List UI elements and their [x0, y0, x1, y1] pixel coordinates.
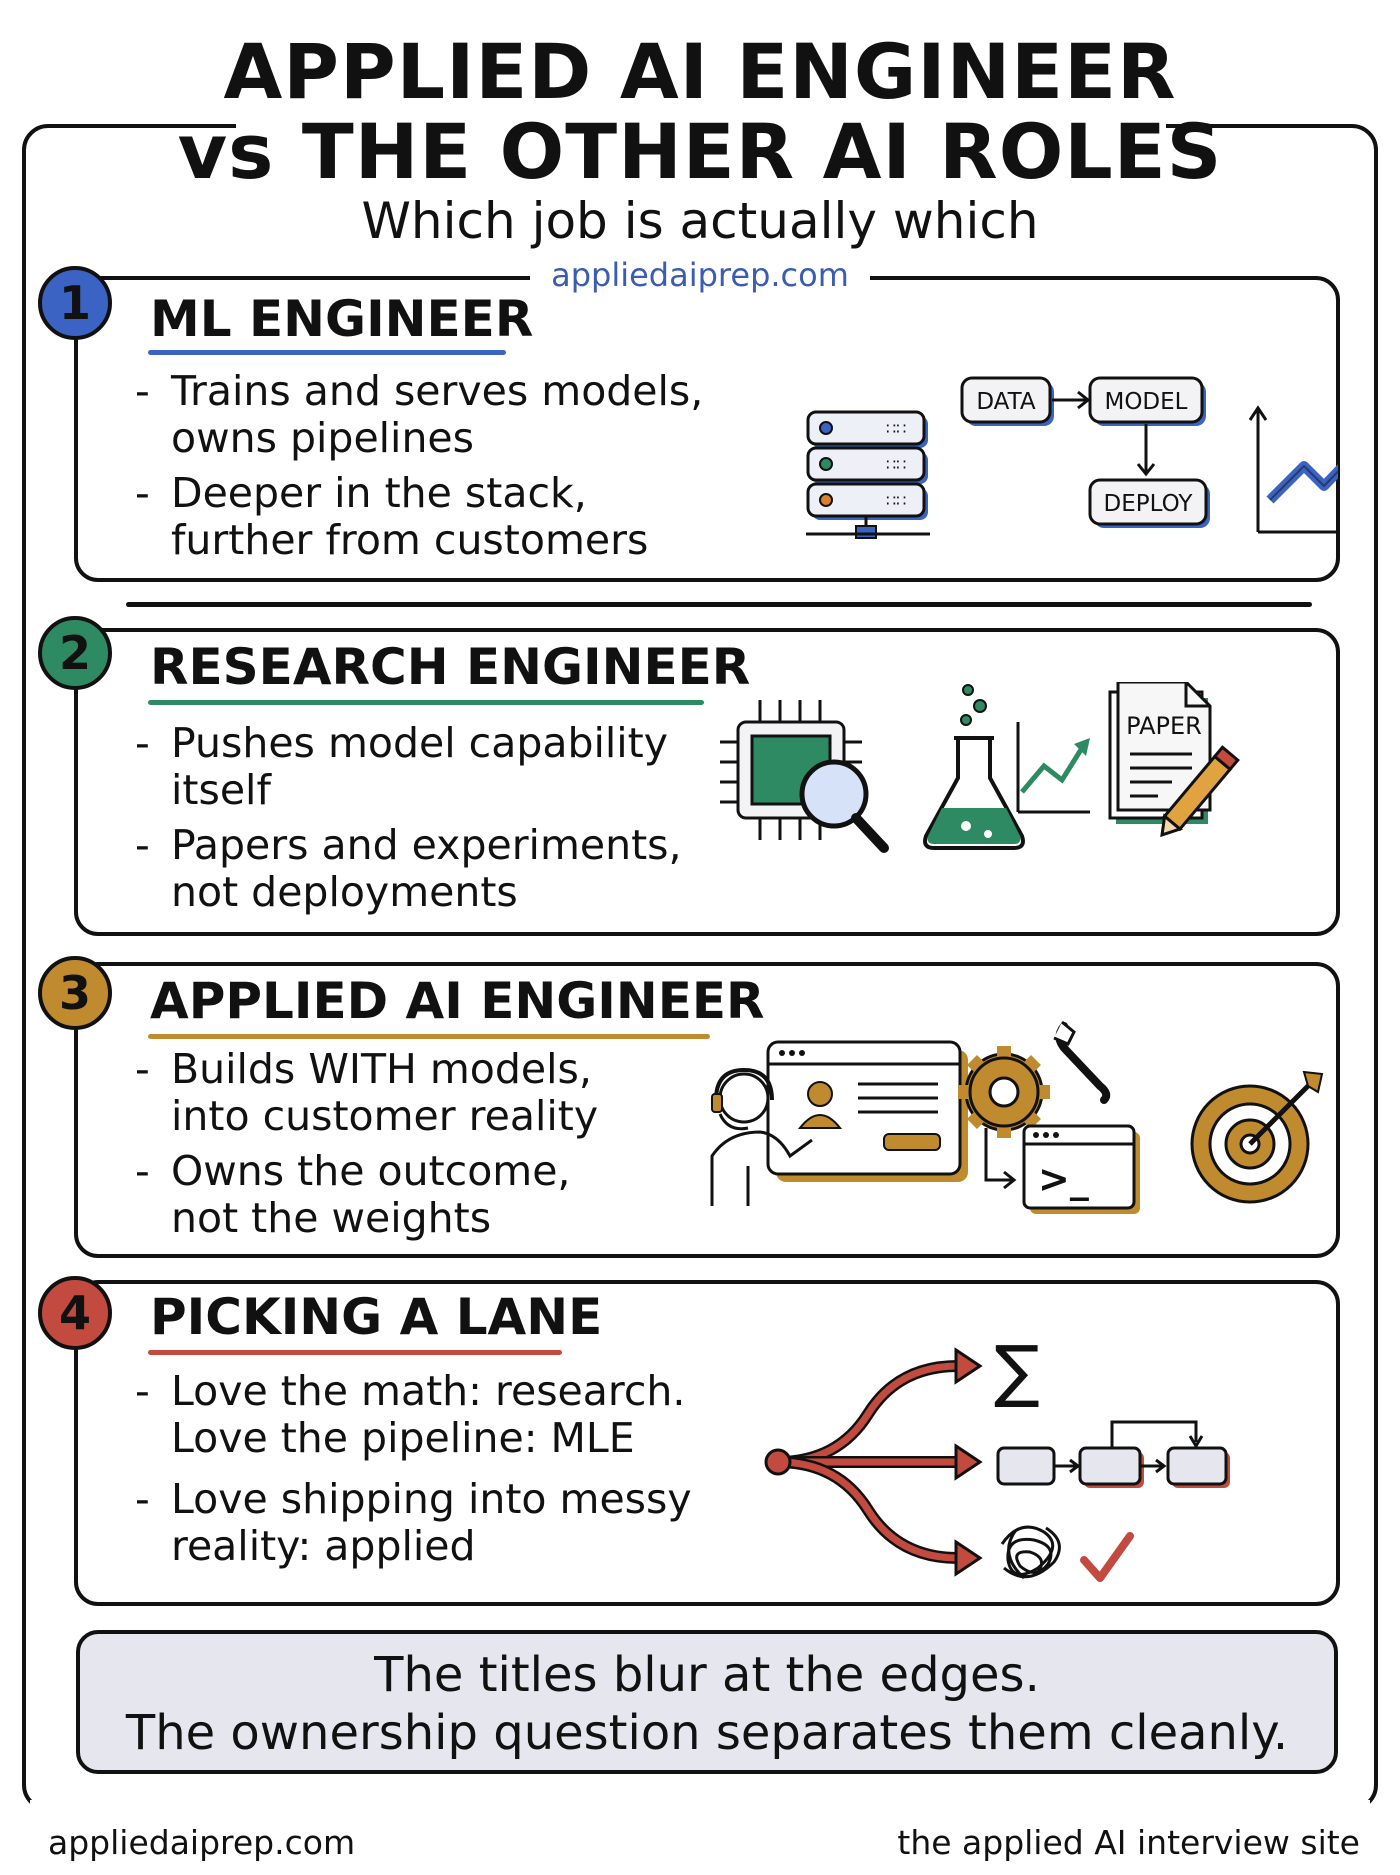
research-engineer-illustration: PAPER — [720, 682, 1240, 853]
section-heading-research-engineer: RESEARCH ENGINEER — [150, 638, 751, 696]
data-label: DATA — [976, 389, 1036, 415]
gear-terminal-icon: >_ — [958, 1020, 1140, 1214]
picking-a-lane-illustration: ∑ — [764, 1332, 1230, 1582]
frame-title-gap — [236, 112, 1166, 142]
subtitle: Which job is actually which — [361, 192, 1039, 250]
sigma-icon: ∑ — [994, 1332, 1040, 1411]
target-icon — [1190, 1070, 1324, 1204]
bullet-research-2: -Papers and experiments,not deployments — [135, 821, 682, 916]
chip-magnifier-icon — [720, 700, 889, 853]
growth-chart-icon — [1248, 405, 1338, 534]
server-icon: ∷∷ ∷∷ ∷∷ — [806, 410, 930, 539]
check-icon — [1080, 1532, 1134, 1582]
heading-underline — [148, 350, 506, 355]
ml-engineer-illustration: ∷∷ ∷∷ ∷∷ DATA MODEL DEPLOY — [806, 376, 1338, 539]
title-line-2: vs THE OTHER AI ROLES — [177, 107, 1223, 196]
closing-line-1: The titles blur at the edges. — [374, 1647, 1040, 1703]
section-research-engineer: PAPER — [74, 628, 1340, 936]
support-agent-icon — [710, 1040, 968, 1206]
heading-underline — [148, 1350, 562, 1355]
section-number-badge-1: 1 — [38, 266, 112, 340]
deploy-label: DEPLOY — [1103, 491, 1193, 517]
section-picking-a-lane: ∑ — [74, 1280, 1340, 1606]
footer-site-link[interactable]: appliedaiprep.com — [48, 1823, 356, 1862]
section-heading-ml-engineer: ML ENGINEER — [150, 290, 534, 348]
paper-label: PAPER — [1126, 712, 1202, 740]
section-applied-ai-engineer: >_ — [74, 962, 1340, 1258]
model-label: MODEL — [1104, 389, 1187, 415]
svg-text:∷∷: ∷∷ — [886, 455, 906, 474]
section-number-badge-4: 4 — [38, 1276, 112, 1350]
section-number-badge-3: 3 — [38, 956, 112, 1030]
title-line-1: APPLIED AI ENGINEER — [223, 27, 1177, 116]
section-heading-applied-ai-engineer: APPLIED AI ENGINEER — [150, 972, 765, 1030]
site-label-gap — [530, 266, 870, 290]
section-number-badge-2: 2 — [38, 616, 112, 690]
section-divider — [126, 602, 1312, 607]
bullet-applied-2: -Owns the outcome,not the weights — [135, 1147, 571, 1242]
section-heading-picking-a-lane: PICKING A LANE — [150, 1288, 603, 1346]
bullet-ml-1: -Trains and serves models,owns pipelines — [135, 367, 704, 462]
applied-ai-engineer-illustration: >_ — [710, 1020, 1324, 1214]
site-label-top: appliedaiprep.com — [551, 256, 849, 294]
svg-text:∷∷: ∷∷ — [886, 419, 906, 438]
svg-text:∷∷: ∷∷ — [886, 491, 906, 510]
closing-statement: The titles blur at the edges. The owners… — [76, 1630, 1338, 1774]
section-ml-engineer: ∷∷ ∷∷ ∷∷ DATA MODEL DEPLOY — [74, 276, 1340, 582]
bullet-ml-2: -Deeper in the stack,further from custom… — [135, 469, 649, 564]
bullet-applied-1: -Builds WITH models,into customer realit… — [135, 1045, 599, 1140]
closing-line-2: The ownership question separates them cl… — [125, 1705, 1289, 1761]
scribble-icon — [1000, 1525, 1061, 1580]
pipeline-diagram-icon: DATA MODEL DEPLOY — [960, 376, 1210, 528]
paper-pencil-icon: PAPER — [1108, 682, 1240, 838]
bullet-lane-1: -Love the math: research.Love the pipeli… — [135, 1367, 686, 1462]
terminal-prompt: >_ — [1038, 1157, 1089, 1201]
pipeline-boxes-icon — [996, 1420, 1230, 1488]
flask-chart-icon — [923, 684, 1090, 850]
footer-gap — [30, 1800, 1370, 1820]
heading-underline — [148, 1034, 710, 1039]
branching-arrows-icon — [764, 1347, 983, 1577]
footer-tagline: the applied AI interview site — [897, 1823, 1360, 1862]
heading-underline — [148, 700, 704, 705]
